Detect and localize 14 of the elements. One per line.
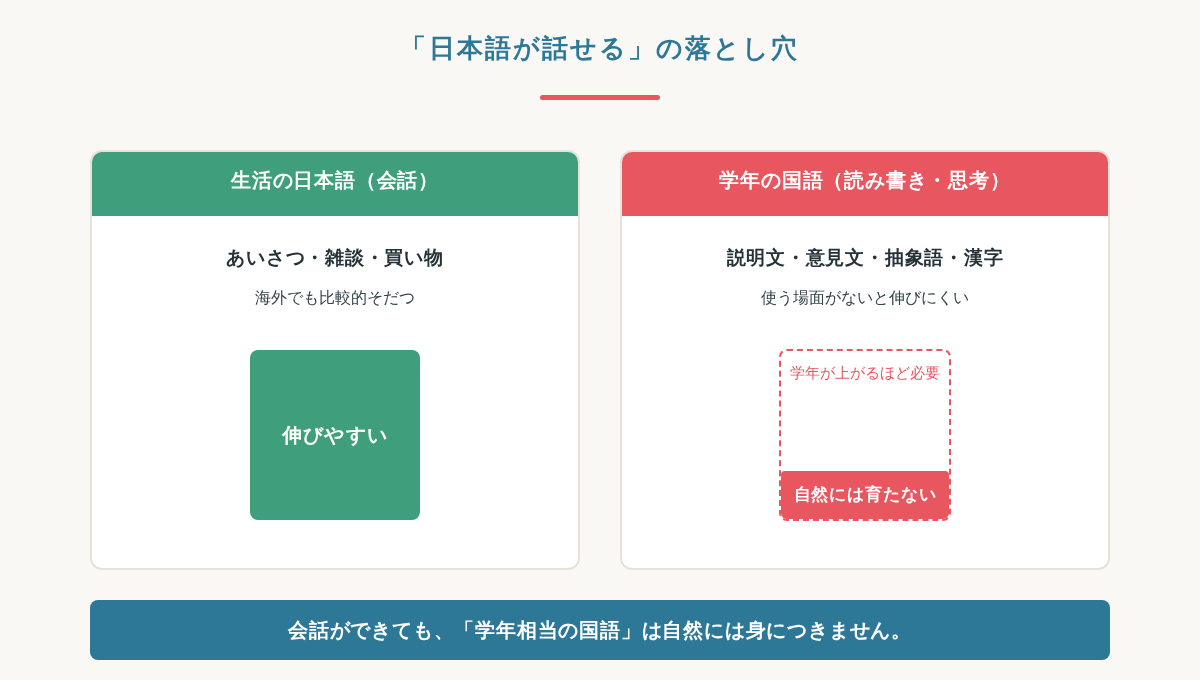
comparison-card [620, 150, 1110, 570]
result-box: 伸びやすい [250, 350, 420, 520]
warning-bar: 自然には育たない [781, 471, 949, 519]
card-heading: あいさつ・雑談・買い物 [225, 245, 445, 270]
card-note: 使う場面がないと伸びにくい [760, 287, 970, 309]
card-header: 学年の国語（読み書き・思考） [622, 152, 1108, 216]
card-header: 生活の日本語（会話） [92, 152, 578, 216]
summary-banner: 会話ができても、「学年相当の国語」は自然には身につきません。 [90, 600, 1110, 660]
card-note: 海外でも比較的そだつ [254, 287, 416, 309]
dashed-box-label: 学年が上がるほど必要 [789, 363, 941, 383]
dashed-box [779, 349, 951, 521]
card-heading: 説明文・意見文・抽象語・漢字 [725, 245, 1005, 270]
title: 「日本語が話せる」の落とし穴 [399, 32, 801, 65]
comparison-card [90, 150, 580, 570]
